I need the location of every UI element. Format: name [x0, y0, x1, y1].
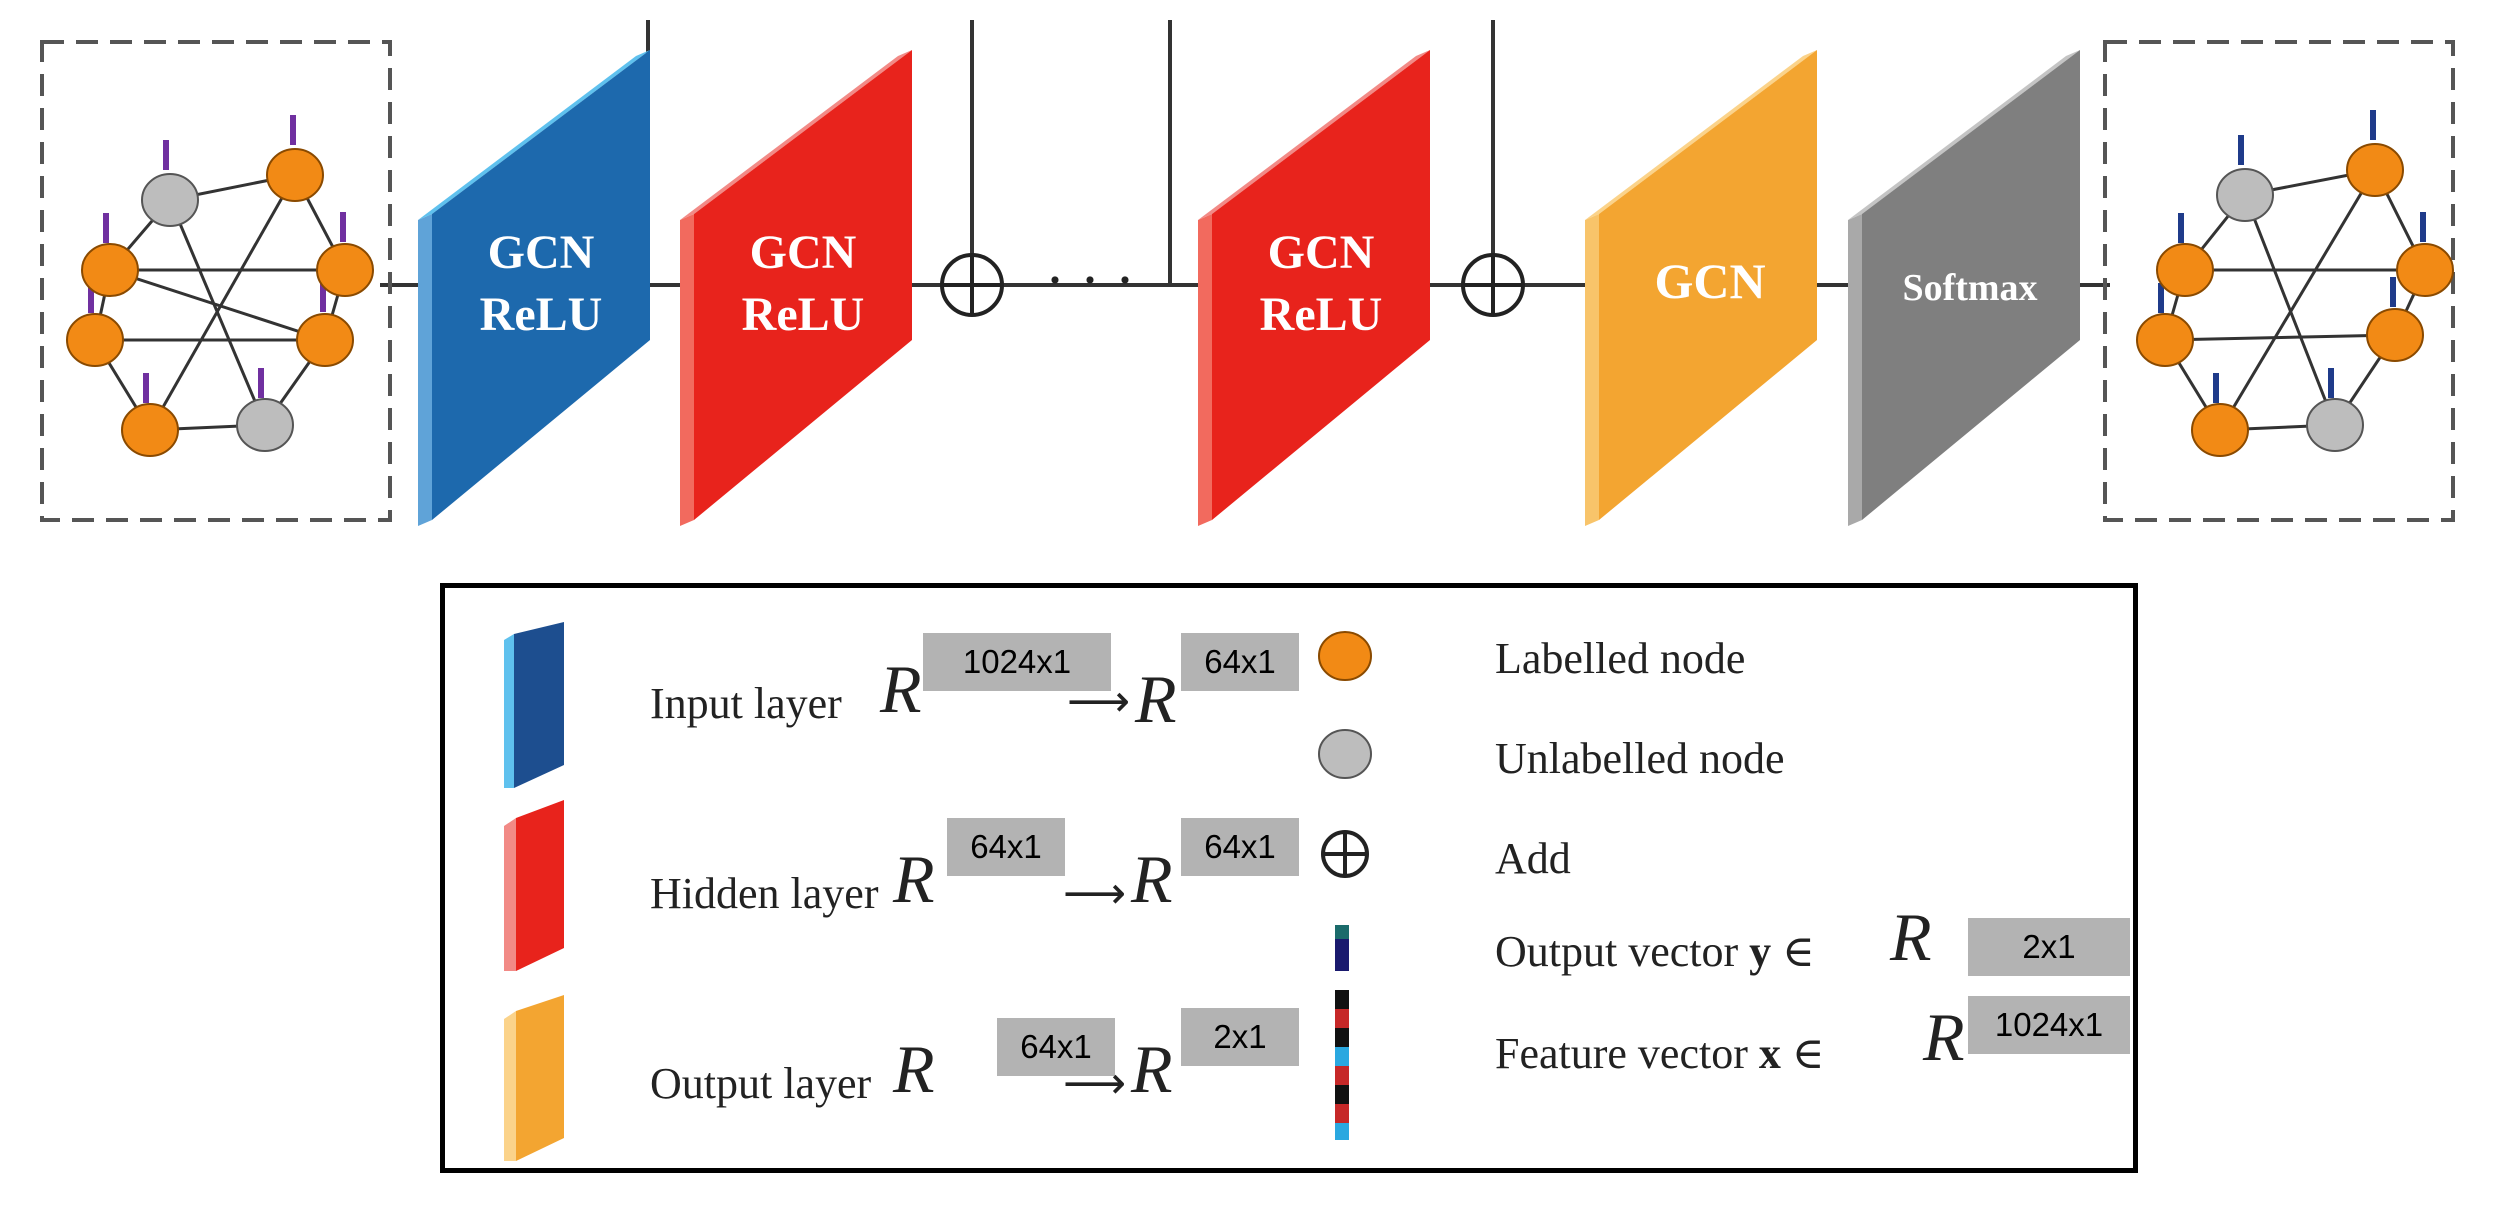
hidden-in-dim: 64x1 [947, 818, 1065, 876]
feature-vector-label: Feature vector x ∈ [1495, 1028, 1825, 1079]
output-vector-dim: 2x1 [1968, 918, 2130, 976]
block-output-gcn: GCN [1585, 50, 1817, 526]
output-layer-label: Output layer [650, 1059, 872, 1108]
math-R: R [893, 841, 935, 917]
add-label: Add [1495, 834, 1571, 883]
input-layer-swatch [504, 622, 564, 788]
hidden-layer-label: Hidden layer [650, 869, 879, 918]
add-icon [940, 253, 1004, 317]
output-vector-icon [1335, 925, 1349, 971]
ellipsis: · · · [1045, 247, 1135, 313]
output-layer-swatch [504, 995, 564, 1161]
math-R: R [1135, 661, 1177, 737]
add-icon [1321, 830, 1369, 878]
output-out-dim: 2x1 [1181, 1008, 1299, 1066]
output-vector-label: Output vector y ∈ [1495, 926, 1815, 977]
math-R: R [893, 1031, 935, 1107]
hidden-layer-swatch [504, 800, 564, 971]
arrow-icon: ⟶ [1063, 1058, 1127, 1109]
block-label: GCN [1268, 226, 1375, 279]
block-label: GCN [750, 226, 857, 279]
arrow-icon: ⟶ [1067, 676, 1131, 727]
input-graph [40, 40, 392, 522]
add-icon [1461, 253, 1525, 317]
block-softmax: Softmax [1848, 50, 2080, 526]
block-label: GCN [1654, 253, 1765, 309]
hidden-out-dim: 64x1 [1181, 818, 1299, 876]
feature-vector-icon [1335, 990, 1349, 1140]
block-label: ReLU [480, 288, 603, 341]
output-in-dim: 64x1 [997, 1018, 1115, 1076]
feature-vector-dim: 1024x1 [1968, 996, 2130, 1054]
arrow-icon: ⟶ [1063, 868, 1127, 919]
math-R: R [1923, 999, 1965, 1075]
legend: Input layer R 1024x1 ⟶ R 64x1 Hidden lay… [440, 583, 2138, 1173]
input-layer-label: Input layer [650, 679, 842, 728]
input-out-dim: 64x1 [1181, 633, 1299, 691]
output-graph [2103, 40, 2455, 522]
block-label: Softmax [1902, 267, 2037, 309]
math-R: R [1890, 899, 1932, 975]
block-hidden-gcn-relu-last: GCN ReLU [1198, 50, 1430, 526]
block-label: ReLU [1260, 288, 1383, 341]
block-hidden-gcn-relu: GCN ReLU [680, 50, 912, 526]
input-in-dim: 1024x1 [923, 633, 1111, 691]
unlabelled-node-icon [1318, 729, 1372, 779]
block-input-gcn-relu: GCN ReLU [418, 50, 650, 526]
block-label: GCN [488, 226, 595, 279]
math-R: R [880, 651, 922, 727]
unlabelled-node-label: Unlabelled node [1495, 734, 1785, 783]
block-label: ReLU [742, 288, 865, 341]
labelled-node-icon [1318, 631, 1372, 681]
math-R: R [1131, 841, 1173, 917]
math-R: R [1131, 1031, 1173, 1107]
architecture-diagram: GCN ReLU GCN ReLU GCN ReLU GCN Softmax [40, 20, 2455, 526]
labelled-node-label: Labelled node [1495, 634, 1746, 683]
